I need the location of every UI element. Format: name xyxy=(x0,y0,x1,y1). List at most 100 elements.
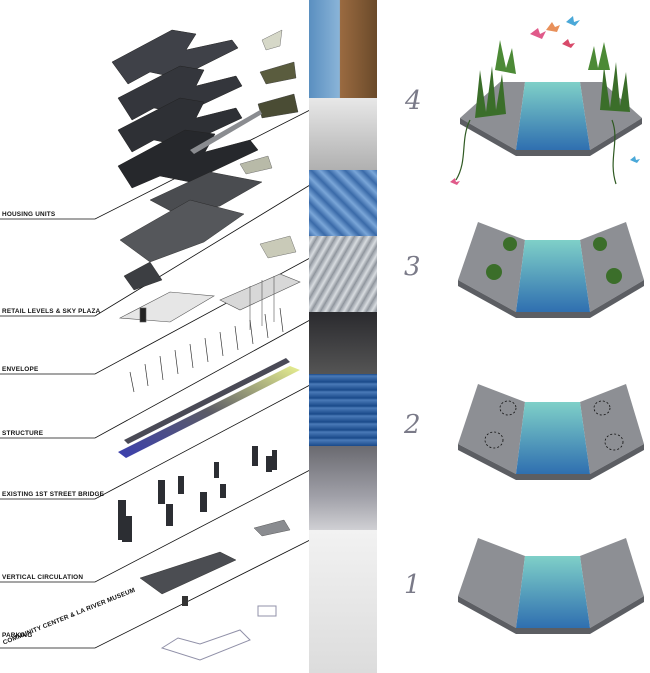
parking-outline xyxy=(160,629,251,661)
phase-2-left-bank xyxy=(458,384,525,474)
leader-bridge xyxy=(0,384,311,500)
envelope-frame-2 xyxy=(219,273,301,311)
retail-level-3 xyxy=(123,261,163,291)
photo-precedent-5 xyxy=(309,312,377,374)
phase-2-right-bank xyxy=(580,384,644,474)
sky-plaza-2 xyxy=(239,155,273,175)
bridge-pier-5 xyxy=(214,462,219,478)
bird-icon xyxy=(630,156,640,163)
planter-icon xyxy=(503,237,517,251)
leader-circulation xyxy=(0,469,311,583)
structure-columns xyxy=(129,307,284,393)
bird-icon xyxy=(546,22,560,32)
phase-3-diagram xyxy=(458,222,644,318)
phase-2-base xyxy=(458,444,644,480)
phase-number-4: 4 xyxy=(405,86,422,116)
bridge-pier-4 xyxy=(200,492,207,512)
bridge-pier-2 xyxy=(158,480,165,504)
housing-annex-1 xyxy=(261,29,283,51)
bridge-pier-8 xyxy=(266,456,272,472)
photo-precedent-8 xyxy=(309,530,377,673)
bird-icon xyxy=(530,28,546,39)
retail-layer xyxy=(119,155,297,291)
phase-4-birds xyxy=(450,16,640,185)
leader-parking xyxy=(0,539,311,649)
circulation-core xyxy=(139,551,237,595)
parking-layer xyxy=(160,605,277,661)
phase-4-channel xyxy=(516,82,590,150)
phase-4-base xyxy=(460,118,642,156)
label-housing-units: HOUSING UNITS xyxy=(2,211,56,218)
bridge-pier-7 xyxy=(252,446,258,466)
planter-icon xyxy=(486,264,502,280)
photo-precedent-2 xyxy=(309,98,377,170)
photo-precedent-4 xyxy=(309,236,377,312)
circulation-stair xyxy=(182,596,188,606)
phase-2-planter-outlines xyxy=(484,400,624,451)
photo-precedent-3 xyxy=(309,170,377,236)
label-existing-bridge: EXISTING 1ST STREET BRIDGE xyxy=(2,491,105,498)
bridge-pier-3 xyxy=(178,476,184,494)
structure-deck xyxy=(118,366,300,458)
label-structure: STRUCTURE xyxy=(2,430,44,437)
bird-icon xyxy=(450,178,460,185)
envelope-layer xyxy=(118,273,301,330)
retail-level-2 xyxy=(119,199,245,263)
envelope-dark-panel xyxy=(139,307,147,323)
structure-beam xyxy=(124,358,290,444)
phase-4-vines xyxy=(455,119,617,185)
phase-4-right-bank xyxy=(580,82,642,150)
phase-number-3: 3 xyxy=(404,252,421,282)
phase-1-channel xyxy=(516,556,590,628)
phase-3-base xyxy=(458,280,644,318)
housing-slab-2 xyxy=(117,65,243,121)
phase-4-vegetation xyxy=(475,40,630,118)
leader-structure xyxy=(0,319,311,439)
circulation-landing xyxy=(253,519,291,537)
bridge-pier-9 xyxy=(272,450,277,470)
phase-4-left-bank xyxy=(460,82,525,150)
bridge-pier-11 xyxy=(122,516,132,542)
housing-slab-1 xyxy=(111,29,239,85)
photo-precedent-7 xyxy=(309,446,377,530)
circulation-layer xyxy=(139,519,291,606)
structure-layer xyxy=(118,307,300,458)
phase-3-planters xyxy=(486,237,622,284)
planter-icon xyxy=(593,237,607,251)
phase-1-left-bank xyxy=(458,538,525,628)
bridge-pier-6 xyxy=(220,484,226,498)
housing-slab-4 xyxy=(117,129,259,189)
housing-slab-3 xyxy=(117,97,243,153)
leader-retail xyxy=(0,184,311,317)
community-outline xyxy=(257,605,277,617)
label-envelope: ENVELOPE xyxy=(2,366,39,373)
housing-units-layer xyxy=(111,29,299,189)
housing-annex-2 xyxy=(259,61,297,85)
phase-3-right-bank xyxy=(580,222,644,312)
phase-2-channel xyxy=(516,402,590,474)
phase-1-right-bank xyxy=(580,538,644,628)
label-vertical-circulation: VERTICAL CIRCULATION xyxy=(2,574,84,581)
phase-number-1: 1 xyxy=(404,570,421,600)
phase-4-diagram xyxy=(450,16,642,185)
phase-1-diagram xyxy=(458,538,644,634)
photo-precedent-1 xyxy=(309,0,377,98)
housing-bridge-link xyxy=(190,110,262,154)
phase-3-channel xyxy=(516,240,590,312)
planter-icon xyxy=(606,268,622,284)
bridge-layer xyxy=(118,446,277,542)
bird-icon xyxy=(566,16,580,26)
phase-2-diagram xyxy=(458,384,644,480)
bridge-pier-10 xyxy=(166,504,173,526)
bird-icon xyxy=(562,39,575,48)
phase-number-2: 2 xyxy=(404,410,421,440)
sky-plaza xyxy=(259,235,297,259)
leader-lines xyxy=(0,109,311,649)
photo-precedent-6 xyxy=(309,374,377,446)
housing-annex-3 xyxy=(257,93,299,119)
phase-1-base xyxy=(458,596,644,634)
label-retail-levels: RETAIL LEVELS & SKY PLAZA xyxy=(2,308,101,315)
label-parking: PARKING xyxy=(2,632,33,639)
